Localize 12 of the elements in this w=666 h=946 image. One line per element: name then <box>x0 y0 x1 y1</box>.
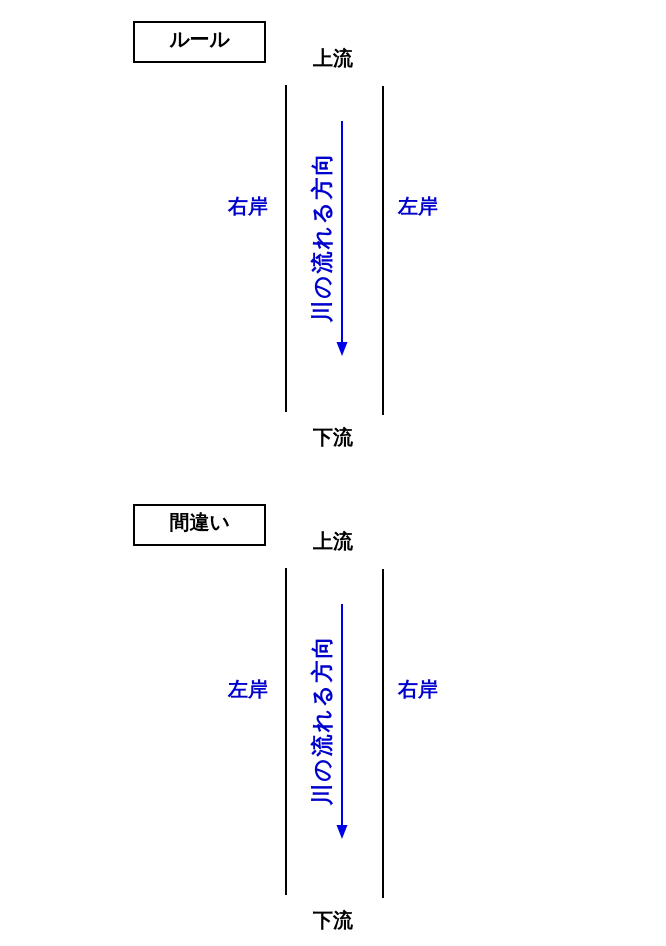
title-box: ルール <box>133 21 266 63</box>
flow-direction-label: 川の流れる方向 <box>312 634 334 806</box>
bank-label: 左岸 <box>398 196 438 216</box>
stream-label: 上流 <box>313 48 353 68</box>
title-box: 間違い <box>133 504 266 546</box>
stream-label: 下流 <box>313 910 353 930</box>
stream-label: 上流 <box>313 531 353 551</box>
stream-label: 下流 <box>313 427 353 447</box>
bank-label: 右岸 <box>228 196 268 216</box>
bank-label: 左岸 <box>228 679 268 699</box>
bank-label: 右岸 <box>398 679 438 699</box>
flow-direction-label: 川の流れる方向 <box>312 152 334 322</box>
